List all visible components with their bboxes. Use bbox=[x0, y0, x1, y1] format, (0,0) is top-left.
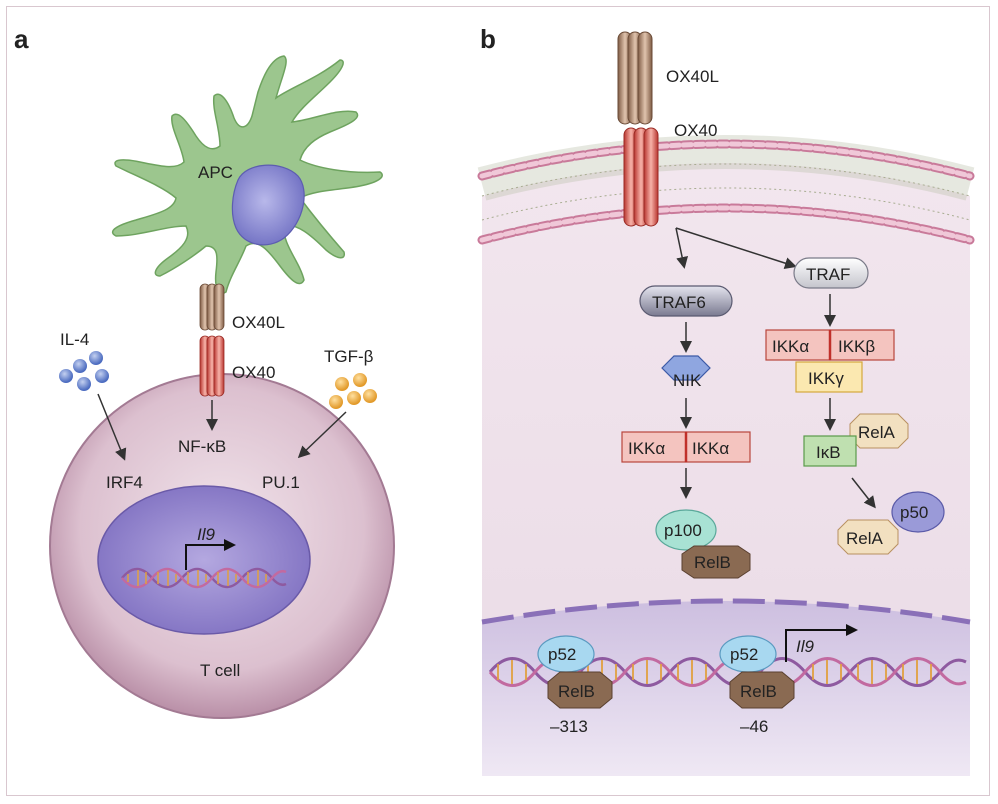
ikb-rela-complex: RelA IκB bbox=[803, 413, 909, 467]
ox40l-label-b: OX40L bbox=[666, 67, 719, 86]
arrow-ox40-traf6 bbox=[675, 227, 689, 269]
ox40l-label-a: OX40L bbox=[232, 313, 285, 332]
apc-label: APC bbox=[198, 163, 233, 182]
figure-frame bbox=[6, 6, 990, 796]
ikkb-label: IKKβ bbox=[838, 337, 875, 356]
tgfb-label: TGF-β bbox=[324, 347, 374, 366]
gene-arrow-a bbox=[185, 544, 226, 570]
panel-b-background bbox=[481, 163, 971, 776]
p100-label: p100 bbox=[664, 521, 702, 540]
p52-relb-site-313: p52 RelB –313 bbox=[537, 635, 613, 736]
apc-cell: APC bbox=[111, 55, 383, 294]
ikka-label-3: IKKα bbox=[772, 337, 809, 356]
relb-label-2: RelB bbox=[558, 682, 595, 701]
tgfb-molecules bbox=[329, 373, 377, 409]
ox40-receptor-b bbox=[623, 127, 659, 227]
nfkb-label: NF-κB bbox=[178, 437, 226, 456]
gene-label-b: Il9 bbox=[796, 637, 815, 656]
nuclear-envelope bbox=[481, 598, 971, 625]
traf6-complex: TRAF6 bbox=[639, 285, 733, 317]
panel-a-letter: a bbox=[14, 24, 29, 54]
irf4-label: IRF4 bbox=[106, 473, 143, 492]
il4-molecules bbox=[59, 351, 109, 391]
arrow-ikb-rela bbox=[851, 477, 876, 509]
ikka-dimer: IKKα IKKα bbox=[621, 431, 751, 463]
t-cell: Il9 T cell bbox=[49, 373, 395, 719]
pu1-label: PU.1 bbox=[262, 473, 300, 492]
t-cell-label: T cell bbox=[200, 661, 240, 680]
p50-label: p50 bbox=[900, 503, 928, 522]
ikka-label-2: IKKα bbox=[692, 439, 729, 458]
ikk-complex: IKKα IKKβ IKKγ bbox=[765, 329, 895, 393]
arrow-tgfb-pu1 bbox=[297, 411, 347, 459]
gene-arrow-b bbox=[785, 629, 848, 662]
arrow-il4-irf4 bbox=[97, 393, 127, 461]
p52-label-1: p52 bbox=[548, 645, 576, 664]
ox40-label-a: OX40 bbox=[232, 363, 275, 382]
nik-label: NIK bbox=[673, 371, 702, 390]
apc-nucleus bbox=[231, 164, 305, 246]
relb-label-1: RelB bbox=[694, 553, 731, 572]
ox40-label-b: OX40 bbox=[674, 121, 717, 140]
ikka-label-1: IKKα bbox=[628, 439, 665, 458]
relb-label-3: RelB bbox=[740, 682, 777, 701]
traf6-label: TRAF6 bbox=[652, 293, 706, 312]
ox40l-receptor-a bbox=[199, 283, 225, 331]
plasma-membrane bbox=[477, 135, 975, 245]
traf-label: TRAF bbox=[806, 265, 850, 284]
traf-complex: TRAF bbox=[793, 257, 869, 289]
p52-relb-site-46: p52 RelB –46 bbox=[719, 635, 795, 736]
gene-label-a: Il9 bbox=[197, 525, 216, 544]
ikkg-label: IKKγ bbox=[808, 369, 844, 388]
il4-label: IL-4 bbox=[60, 330, 89, 349]
ox40l-receptor-b bbox=[617, 31, 653, 125]
p52-label-2: p52 bbox=[730, 645, 758, 664]
rela-label-1: RelA bbox=[858, 423, 896, 442]
rela-label-2: RelA bbox=[846, 529, 884, 548]
t-cell-nucleus bbox=[97, 485, 311, 635]
ikb-label: IκB bbox=[816, 443, 841, 462]
nik-kinase: NIK bbox=[661, 355, 711, 390]
panel-b-letter: b bbox=[480, 24, 496, 54]
position-313: –313 bbox=[550, 717, 588, 736]
rela-p50-complex: p50 RelA bbox=[837, 491, 945, 555]
arrow-ox40-traf bbox=[675, 227, 797, 269]
ox40-receptor-a bbox=[199, 335, 225, 397]
position-46: –46 bbox=[740, 717, 768, 736]
p100-relb-complex: p100 RelB bbox=[655, 509, 751, 579]
dna-helix-a bbox=[121, 567, 287, 589]
